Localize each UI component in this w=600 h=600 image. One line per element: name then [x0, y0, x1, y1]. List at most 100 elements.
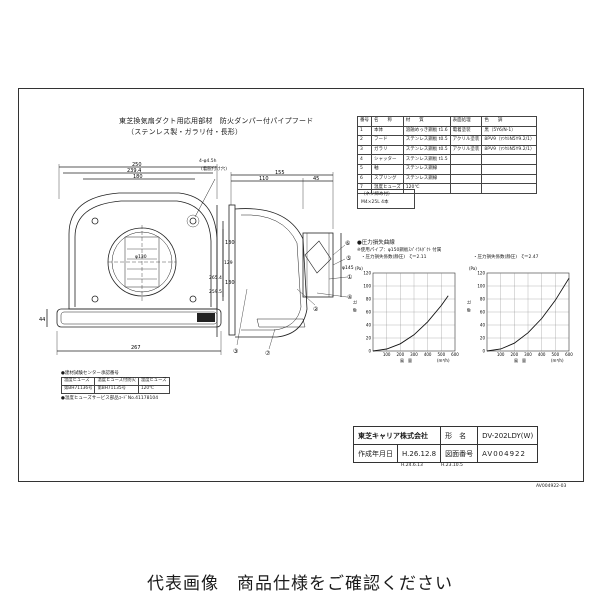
right-chart-x-tick-label: 300	[524, 352, 532, 357]
callout-5: ⑤	[346, 255, 351, 262]
right-chart-y-tick-label: 20	[480, 336, 486, 341]
right-chart-x-tick-label: 100	[497, 352, 505, 357]
table-cell	[449, 173, 483, 185]
date-label: 作成年月日	[353, 444, 398, 463]
title-block-row: 作成年月日 H.26.12.8 図面番号 AV004922	[353, 444, 539, 463]
table-cell: 1	[357, 125, 372, 137]
screw-note-1: （ネジ締め付）	[361, 192, 393, 197]
pressure-loss-heading: ●圧力損失曲線	[357, 240, 395, 246]
table-row: 1 本体 溶融めっき鋼板 t1.6 電着塗装 黒（5Y6/N-1）	[357, 125, 538, 137]
revision-1: H.24.6.13	[401, 463, 423, 468]
approval-heading: ●建材試験センター承認番号	[61, 371, 119, 376]
right-chart-y-tick-label: 80	[480, 297, 486, 302]
approval-value-row: 第BH71136号 第BH71135号 120℃	[60, 385, 170, 394]
dim-front-44: 44	[39, 317, 45, 323]
drawing-title: 東芝換気扇ダクト用応用部材 防火ダンパー付パイプフード	[119, 117, 314, 125]
model-label: 形 名	[440, 426, 479, 445]
right-chart-y-tick-label: 120	[477, 271, 485, 276]
right-chart-y-unit: (Pa)	[469, 266, 477, 271]
table-cell: ステンレス鋼板 t1.5	[402, 154, 451, 165]
dim-front-267: 267	[131, 345, 141, 351]
right-chart-x-tick-label: 400	[538, 352, 546, 357]
right-chart-x-label: 風 量	[514, 357, 526, 363]
table-header-cell: 材 質	[402, 116, 451, 127]
title-block: 東芝キャリア株式会社 形 名 DV-202LDY(W) 作成年月日 H.26.1…	[352, 426, 539, 463]
approval-table: 温度ヒューズ 温度ヒューズ付防火 温度ヒューズ 第BH71136号 第BH711…	[60, 377, 170, 394]
dim-front-180: 180	[133, 174, 143, 180]
company-name: 東芝キャリア株式会社	[352, 426, 442, 445]
left-chart-x-tick-label: 200	[397, 352, 405, 357]
dim-side-110: 110	[259, 176, 269, 182]
table-cell: 6	[357, 173, 372, 185]
callout-1: ①	[347, 274, 352, 281]
table-cell: 120℃	[402, 183, 451, 194]
title-block-row: 東芝キャリア株式会社 形 名 DV-202LDY(W)	[352, 426, 539, 445]
approval-value: 120℃	[137, 385, 170, 394]
left-chart-x-tick-label: 100	[383, 352, 391, 357]
approval-header-row: 温度ヒューズ 温度ヒューズ付防火 温度ヒューズ	[60, 377, 170, 386]
table-cell	[449, 163, 483, 175]
left-chart-x-tick-label: 300	[410, 352, 418, 357]
table-cell: スプリング	[371, 173, 404, 185]
left-chart-x-label: 風 量	[400, 357, 412, 363]
right-chart-x-tick-label: 200	[511, 352, 519, 357]
table-cell	[481, 173, 538, 185]
callout-7: ⑦	[265, 350, 271, 357]
date-value: H.26.12.8	[396, 444, 442, 463]
drawing-subtitle: （ステンレス製・ガラリ付・長形）	[127, 128, 243, 136]
revision-2: H.23.10.5	[441, 463, 463, 468]
parts-table: 番号 名 称 材 質 表面処理 色 調 1 本体 溶融めっき鋼板 t1.6 電着…	[357, 116, 538, 194]
table-cell: 8PV9（ﾏﾝｾﾙN5Y9.2/1）	[481, 135, 538, 146]
table-cell: 8PV9（ﾏﾝｾﾙN5Y9.2/1）	[481, 144, 538, 156]
table-cell: アクリル塗装	[449, 144, 483, 156]
table-cell	[481, 183, 538, 194]
left-chart-x-tick-label: 500	[438, 352, 446, 357]
table-cell: 溶融めっき鋼板 t1.6	[402, 125, 451, 137]
table-row: 2 フード ステンレス鋼板 t0.5 アクリル塗装 8PV9（ﾏﾝｾﾙN5Y9.…	[357, 135, 538, 146]
table-cell	[481, 154, 538, 165]
table-cell: 本体	[371, 125, 404, 137]
right-chart-x-unit: (m³/h)	[551, 358, 564, 363]
left-chart-y-tick-label: 120	[363, 271, 371, 276]
table-row: 6 スプリング ステンレス鋼線	[357, 173, 538, 185]
table-header-cell: 名 称	[371, 116, 404, 127]
dim-front-250: 250	[132, 162, 142, 168]
right-chart-y-tick-label: 100	[477, 284, 485, 289]
approval-header: 温度ヒューズ付防火	[94, 377, 139, 386]
table-row: 3 ガラリ ステンレス鋼板 t0.5 アクリル塗装 8PV9（ﾏﾝｾﾙN5Y9.…	[357, 144, 538, 156]
right-chart-y-tick-label: 60	[480, 310, 486, 315]
approval-header: 温度ヒューズ	[137, 377, 170, 386]
right-chart-y-tick-label: 0	[482, 349, 485, 354]
dim-side-45: 45	[313, 176, 319, 182]
page-caption: 代表画像 商品仕様をご確認ください	[147, 574, 453, 594]
dim-front-130b: 130	[225, 280, 235, 286]
dim-front-130a: 130	[225, 240, 235, 246]
table-cell: 3	[357, 144, 372, 156]
table-header-cell: 番号	[357, 116, 372, 127]
dim-side-259: 259.5	[209, 289, 222, 295]
side-view-drawing: 155 110 45 129 265.4 259.5 φ145 ⑥ ⑤ ① ④ …	[209, 170, 354, 357]
drawing-no-label: 図面番号	[440, 444, 479, 463]
left-chart-y-unit: (Pa)	[355, 266, 363, 271]
left-chart-y-tick-label: 20	[366, 336, 372, 341]
table-cell: 黒（5Y6/N-1）	[481, 125, 538, 137]
right-chart-x-tick-label: 500	[552, 352, 560, 357]
right-chart-y-tick-label: 40	[480, 323, 486, 328]
parts-table-header: 番号 名 称 材 質 表面処理 色 調	[357, 116, 538, 127]
table-cell: 7	[357, 183, 372, 194]
dim-side-phi145: φ145	[342, 265, 354, 271]
screw-note-2: M4×25L 4本	[361, 200, 389, 205]
table-cell: 5	[357, 163, 372, 175]
dim-side-129: 129	[224, 260, 233, 266]
drawing-sheet: 東芝換気扇ダクト用応用部材 防火ダンパー付パイプフード （ステンレス製・ガラリ付…	[18, 88, 584, 482]
table-cell	[449, 154, 483, 165]
left-chart-y-tick-label: 100	[363, 284, 371, 289]
approval-value: 第BH71136号	[60, 385, 96, 394]
drawing-no: AV004922	[477, 444, 539, 463]
left-chart-x-tick-label: 400	[424, 352, 432, 357]
table-cell: 2	[357, 135, 372, 146]
screw-note-box: （ネジ締め付） M4×25L 4本	[357, 189, 415, 209]
corner-code: AV004922-03	[536, 484, 567, 489]
